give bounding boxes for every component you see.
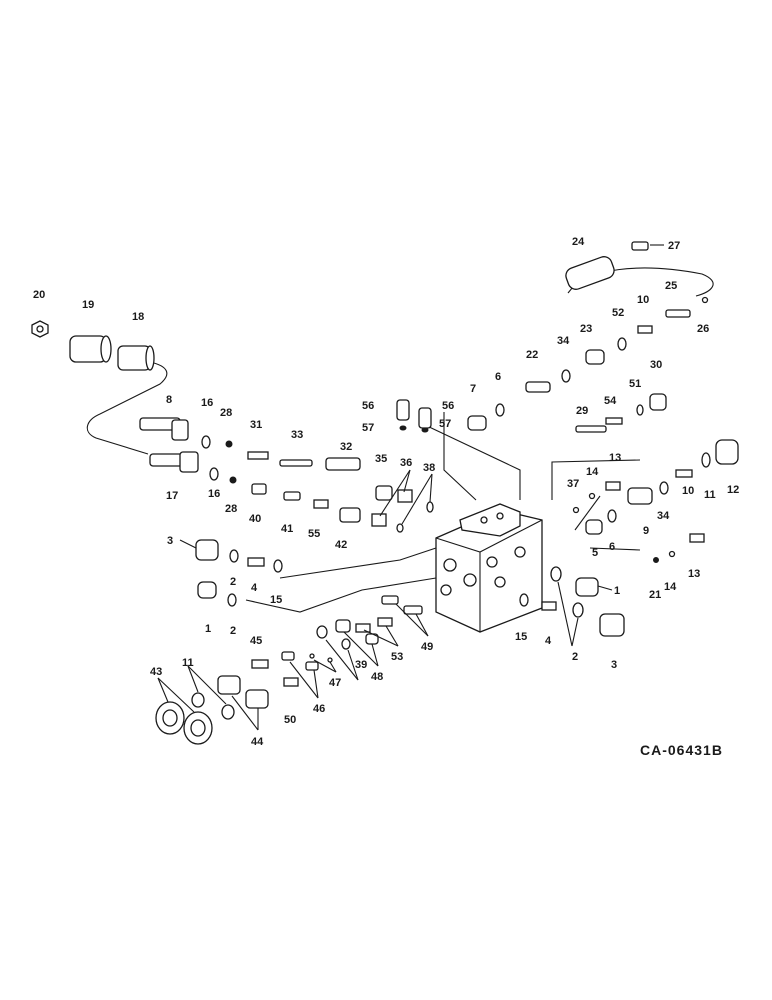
callout: 7: [470, 383, 476, 395]
callout: 47: [329, 677, 341, 689]
callout: 32: [340, 441, 352, 453]
callout: 14: [664, 581, 677, 593]
callout: 56: [442, 400, 454, 412]
callout: 51: [629, 378, 641, 390]
callout: 3: [611, 659, 617, 671]
callout: 54: [604, 395, 617, 407]
callout-labels: 1 1 2 2 2 3 3 4 4 5 6 6 7 8 9 10 10 11 1…: [33, 236, 739, 748]
callout: 18: [132, 311, 144, 323]
callout: 12: [727, 484, 739, 496]
callout: 17: [166, 490, 178, 502]
leader-lines: [157, 244, 664, 731]
callout: 22: [526, 349, 538, 361]
callout: 19: [82, 299, 94, 311]
callout: 15: [270, 594, 282, 606]
callout: 43: [150, 666, 162, 678]
callout: 28: [225, 503, 237, 515]
callout: 1: [205, 623, 211, 635]
callout: 40: [249, 513, 261, 525]
callout: 5: [592, 547, 598, 559]
callout: 8: [166, 394, 172, 406]
callout: 14: [586, 466, 599, 478]
callout: 56: [362, 400, 374, 412]
callout: 2: [572, 651, 578, 663]
callout: 53: [391, 651, 403, 663]
callout: 41: [281, 523, 293, 535]
callout: 45: [250, 635, 262, 647]
callout: 1: [614, 585, 620, 597]
callout: 38: [423, 462, 435, 474]
callout: 23: [580, 323, 592, 335]
callout: 33: [291, 429, 303, 441]
callout: 6: [495, 371, 501, 383]
callout: 36: [400, 457, 412, 469]
callout: 46: [313, 703, 325, 715]
callout: 24: [572, 236, 585, 248]
callout: 13: [609, 452, 621, 464]
callout: 4: [251, 582, 258, 594]
callout: 28: [220, 407, 232, 419]
callout: 30: [650, 359, 662, 371]
callout: 52: [612, 307, 624, 319]
callout: 55: [308, 528, 320, 540]
callout: 2: [230, 625, 236, 637]
callout: 34: [657, 510, 670, 522]
callout: 21: [649, 589, 661, 601]
callout: 27: [668, 240, 680, 252]
callout: 2: [230, 576, 236, 588]
callout: 49: [421, 641, 433, 653]
callout: 44: [251, 736, 264, 748]
callout: 13: [688, 568, 700, 580]
callout: 9: [643, 525, 649, 537]
callout: 31: [250, 419, 262, 431]
callout: 39: [355, 659, 367, 671]
callout: 37: [567, 478, 579, 490]
valve-block: [435, 503, 543, 633]
callout: 48: [371, 671, 383, 683]
callout: 3: [167, 535, 173, 547]
callout: 25: [665, 280, 677, 292]
callout: 6: [609, 541, 615, 553]
callout: 34: [557, 335, 570, 347]
callout: 11: [182, 657, 194, 669]
callout: 11: [704, 489, 716, 501]
callout: 15: [515, 631, 527, 643]
callout: 10: [637, 294, 649, 306]
callout: 26: [697, 323, 709, 335]
callout: 57: [439, 418, 451, 430]
callout: 4: [545, 635, 552, 647]
callout: 57: [362, 422, 374, 434]
callout: 29: [576, 405, 588, 417]
callout: 10: [682, 485, 694, 497]
callout: 50: [284, 714, 296, 726]
callout: 20: [33, 289, 45, 301]
callout: 16: [208, 488, 220, 500]
callout: 16: [201, 397, 213, 409]
parts: [31, 241, 739, 745]
callout: 35: [375, 453, 387, 465]
drawing-code: CA-06431B: [640, 742, 723, 758]
callout: 42: [335, 539, 347, 551]
